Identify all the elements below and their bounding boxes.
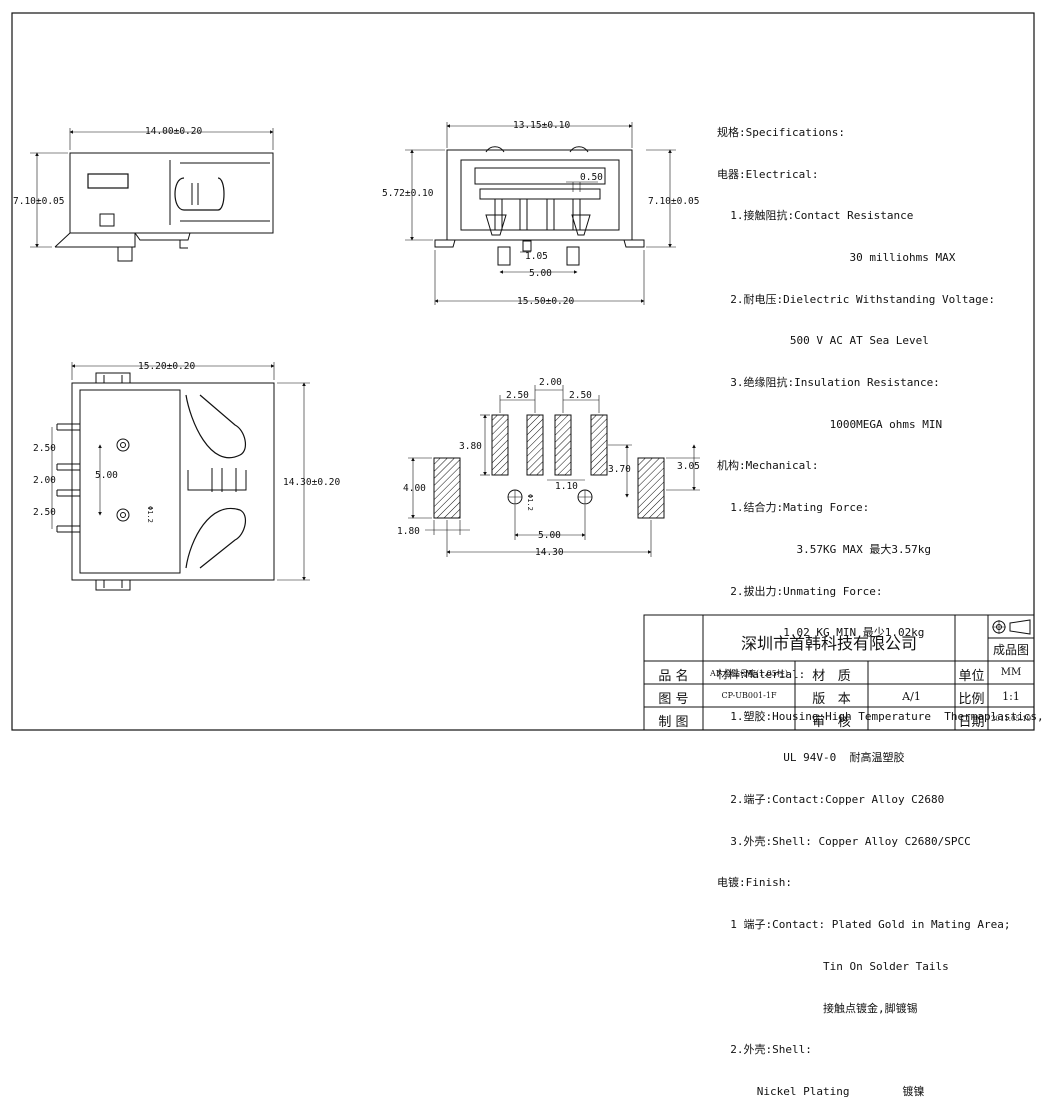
spec-line: 30 milliohms MAX [717, 250, 956, 264]
top-view-length-dim: 14.00±0.20 [145, 126, 202, 137]
side-width-dim: 14.30±0.20 [283, 477, 340, 488]
sheet-border [11, 12, 1035, 731]
side-post-span-dim: 5.00 [95, 470, 118, 481]
side-pitch-c-dim: 2.50 [33, 507, 56, 518]
top-view-height-dim: 7.10±0.05 [13, 196, 64, 207]
spec-line: 1 端子:Contact: Plated Gold in Mating Area… [717, 918, 1011, 932]
side-pitch-b-dim: 2.00 [33, 475, 56, 486]
pcb-shell-pad-length-dim: 4.00 [403, 483, 426, 494]
side-view: 15.20±0.20 14.30±0.20 2.50 2.00 2.50 5.0… [33, 361, 340, 591]
spec-line: 2.外壳:Shell: [717, 1043, 812, 1057]
side-length-dim: 15.20±0.20 [138, 361, 195, 372]
spec-line: 2.拔出力:Unmating Force: [717, 584, 883, 598]
pcb-pad-length-dim: 3.80 [459, 441, 482, 452]
unit-label: 单位 [958, 669, 985, 684]
front-height-dim: 7.10±0.05 [648, 196, 699, 207]
date-label: 日期 [958, 715, 985, 730]
front-overall-width-dim: 15.50±0.20 [517, 296, 574, 307]
spec-line: 规格:Specifications: [717, 125, 845, 139]
spec-line: 2.耐电压:Dielectric Withstanding Voltage: [717, 292, 996, 306]
front-view: 13.15±0.10 5.72±0.10 7.10±0.05 0.50 1.05… [382, 120, 699, 307]
spec-line: 500 V AC AT Sea Level [717, 334, 929, 348]
version-label: 版 本 [812, 692, 851, 707]
spec-line: 3.绝缘阻抗:Insulation Resistance: [717, 376, 940, 390]
spec-line: 1000MEGA ohms MIN [717, 417, 943, 431]
side-pitch-a-dim: 2.50 [33, 443, 56, 454]
spec-line: 接触点镀金,脚镀锡 [717, 1001, 918, 1015]
spec-line: 电器:Electrical: [717, 167, 819, 181]
drawing-no-value: CP-UB001-1F [721, 691, 777, 700]
pcb-layout: 2.50 2.00 2.50 3.80 4.00 1.80 3.70 3.05 … [397, 377, 700, 558]
drawn-label: 制 图 [658, 715, 689, 730]
date-value: 2011.05.19 [990, 715, 1032, 723]
drawing-sheet: 14.00±0.20 7.10±0.05 13.15±0.10 5.72±0.1… [11, 12, 1035, 731]
name-label: 品 名 [658, 669, 689, 684]
projection-symbol-icon [992, 619, 1031, 635]
top-view: 14.00±0.20 7.10±0.05 [13, 126, 274, 262]
spec-line: 材料:Material: [717, 667, 806, 681]
spec-line: 3.57KG MAX 最大3.57kg [717, 542, 932, 556]
title-block-grid [643, 614, 1035, 731]
front-contact-width-dim: 0.50 [580, 172, 603, 183]
name-value: AF 全贴母座(1.05柱) [710, 669, 788, 678]
pcb-pitch-mid-dim: 2.00 [539, 377, 562, 388]
unit-value: MM [1000, 667, 1022, 678]
spec-line: Tin On Solder Tails [717, 959, 949, 973]
front-opening-height-dim: 5.72±0.10 [382, 188, 434, 199]
spec-line: 3.外壳:Shell: Copper Alloy C2680/SPCC [717, 834, 971, 848]
material-label: 材 质 [812, 669, 851, 684]
pcb-pitch-right-dim: 2.50 [569, 390, 592, 401]
company-name: 深圳市首韩科技有限公司 [740, 634, 917, 653]
spec-line: 1.塑胶:Housing:High Temperature Thermaplas… [717, 709, 1044, 723]
pcb-hole-span-dim: 5.00 [538, 530, 561, 541]
front-body-width-dim: 13.15±0.10 [513, 120, 570, 131]
pcb-shell-pad-width-dim: 1.80 [397, 526, 420, 537]
scale-value: 1:1 [1002, 690, 1020, 703]
side-post-label: Φ1.2 [146, 506, 154, 523]
spec-line: 1.结合力:Mating Force: [717, 501, 870, 515]
drawing-no-label: 图 号 [658, 692, 689, 707]
spec-line: 2.端子:Contact:Copper Alloy C2680 [717, 793, 945, 807]
pcb-hole-label: Φ1.2 [526, 494, 534, 511]
specifications-block: 规格:Specifications: 电器:Electrical: 1.接触阻抗… [717, 98, 1044, 1113]
spec-line: UL 94V-0 耐高温塑胶 [717, 751, 905, 765]
spec-line: Nickel Plating 镀镍 [717, 1084, 925, 1098]
pcb-right-pad-dim: 3.05 [677, 461, 700, 472]
scale-label: 比例 [958, 692, 985, 707]
pcb-pitch-left-dim: 2.50 [506, 390, 529, 401]
spec-line: 1.接触阻抗:Contact Resistance [717, 209, 914, 223]
pcb-hole-dia-dim: 1.10 [555, 481, 578, 492]
review-label: 审 核 [812, 715, 851, 730]
spec-line: 1.02 KG MIN 最少1.02kg [717, 626, 925, 640]
pcb-overall-dim: 14.30 [535, 547, 564, 558]
spec-line: 机构:Mechanical: [717, 459, 819, 473]
front-pin-span-dim: 5.00 [529, 268, 552, 279]
product-status: 成品图 [992, 643, 1029, 657]
front-pin-width-dim: 1.05 [525, 251, 548, 262]
spec-line: 电镀:Finish: [717, 876, 792, 890]
version-value: A/1 [902, 690, 921, 703]
pcb-hole-offset-dim: 3.70 [608, 464, 631, 475]
